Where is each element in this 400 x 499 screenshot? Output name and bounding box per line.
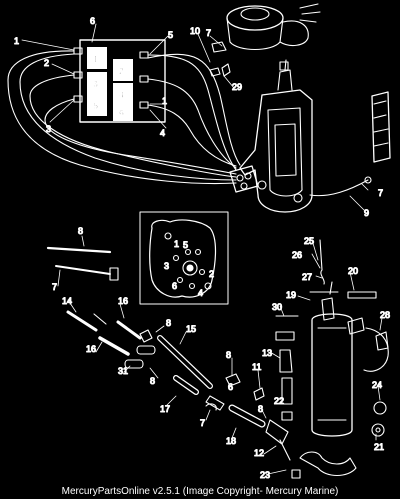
callout-11: 11 [252, 362, 261, 372]
callout-12: 12 [254, 448, 264, 458]
callout-30: 30 [272, 302, 282, 312]
callout-2-hose: 2 [44, 58, 49, 68]
callout-8-bottom: 8 [258, 404, 263, 414]
callout-21: 21 [374, 442, 384, 452]
callout-26: 26 [292, 250, 302, 260]
cylinder-number-2: 2 [119, 66, 124, 76]
callout-8-tie: 8 [78, 226, 83, 236]
bleed-hoses [7, 50, 241, 185]
cylinder-number-1: 1 [93, 54, 98, 64]
callout-18: 18 [226, 436, 236, 446]
engine-housing [239, 59, 313, 213]
cylinder-number-6: 6 [119, 108, 124, 118]
callout-6-lower: 6 [228, 382, 233, 392]
callout-leaders [21, 23, 383, 475]
callout-10: 10 [190, 26, 200, 36]
exploded-parts-diagram: 1 2 3 4 5 6 [7, 3, 391, 480]
side-cover [309, 91, 391, 197]
callout-23: 23 [260, 470, 270, 480]
callout-16-top: 16 [118, 296, 128, 306]
callout-3-hose: 3 [46, 124, 51, 134]
callout-6-block: 6 [90, 16, 95, 26]
callout-22: 22 [274, 396, 284, 406]
callout-17: 17 [160, 404, 170, 414]
inset-port-6: 6 [172, 281, 177, 291]
hose-fitting-block [229, 165, 259, 193]
cylinder-number-3: 3 [93, 79, 98, 89]
callout-7-lower: 7 [200, 418, 205, 428]
fitting-inset [139, 211, 229, 305]
cylinder-number-5: 5 [93, 101, 98, 111]
inset-port-4: 4 [198, 288, 203, 298]
callout-8-clamp: 8 [166, 318, 171, 328]
callout-19: 19 [286, 290, 296, 300]
callout-14: 14 [62, 296, 72, 306]
callout-31: 31 [118, 366, 128, 376]
callout-20: 20 [348, 266, 358, 276]
callout-24: 24 [372, 380, 382, 390]
inset-port-3: 3 [164, 261, 169, 271]
callout-7-top: 7 [206, 28, 211, 38]
callout-7-right: 7 [378, 188, 383, 198]
callout-15: 15 [186, 324, 196, 334]
callout-28: 28 [380, 310, 390, 320]
inset-port-2: 2 [209, 269, 214, 279]
inset-port-5: 5 [183, 240, 188, 250]
top-pump-assembly [209, 3, 321, 77]
callout-25: 25 [304, 236, 314, 246]
callout-29: 29 [232, 82, 242, 92]
image-caption: MercuryPartsOnline v2.5.1 (Image Copyrig… [61, 486, 339, 497]
cylinder-number-4: 4 [119, 90, 124, 100]
inset-port-1: 1 [174, 239, 179, 249]
small-parts [46, 246, 377, 461]
callout-13: 13 [262, 348, 272, 358]
fuel-filter-canister [291, 239, 389, 479]
callout-4-hose: 4 [160, 128, 165, 138]
callout-8-lower: 8 [150, 376, 155, 386]
callout-5-hose: 5 [168, 30, 173, 40]
callout-16-bottom: 16 [86, 344, 96, 354]
callout-9: 9 [364, 208, 369, 218]
callout-27: 27 [302, 272, 312, 282]
callout-8-mid: 8 [226, 350, 231, 360]
callout-1-right: 1 [162, 96, 167, 106]
callout-1-hose: 1 [14, 36, 19, 46]
callout-7-tie: 7 [52, 282, 57, 292]
